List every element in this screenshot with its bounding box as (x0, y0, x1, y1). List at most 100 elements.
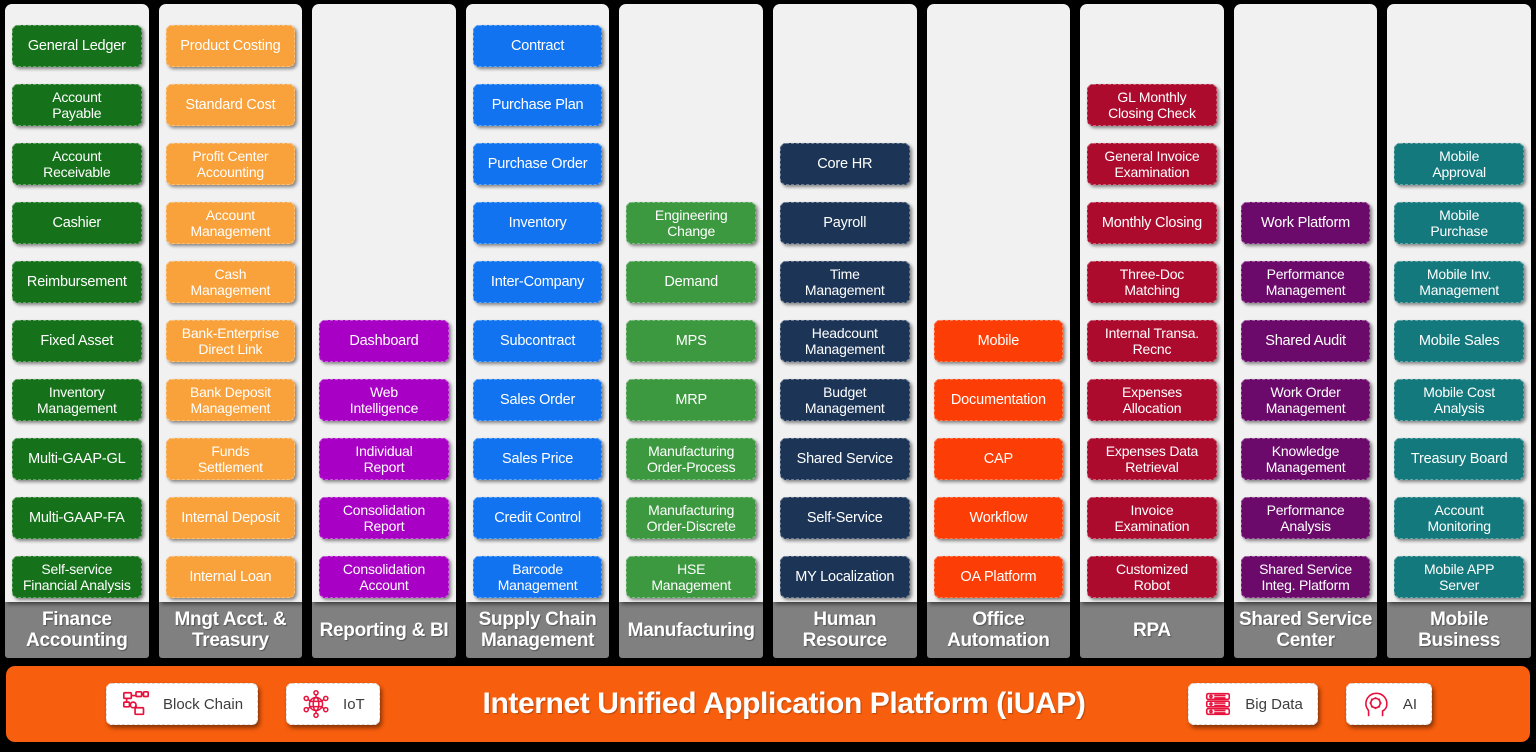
module-chip[interactable]: Shared Service Integ. Platform (1240, 556, 1371, 598)
column-supply-chain-management: Barcode Management Credit Control Sales Pr… (465, 4, 610, 658)
module-chip[interactable]: Cash Management (165, 261, 296, 303)
module-chip[interactable]: Expenses Allocation (1087, 379, 1217, 421)
module-chip[interactable]: Consolidation Account (319, 556, 449, 598)
module-chip[interactable]: Subcontract (472, 320, 603, 362)
module-list: MY Localization Self-Service Shared Servic… (773, 126, 917, 598)
module-chip[interactable]: Cashier (12, 202, 142, 244)
module-chip[interactable]: Consolidation Report (319, 497, 449, 539)
module-chip[interactable]: Shared Audit (1240, 320, 1371, 362)
module-chip[interactable]: Shared Service (779, 438, 910, 480)
module-chip[interactable]: Mobile Purchase (1394, 202, 1524, 244)
module-chip[interactable]: Dashboard (319, 320, 449, 362)
module-chip[interactable]: Performance Analysis (1240, 497, 1371, 539)
module-chip[interactable]: Engineering Change (626, 202, 756, 244)
module-chip[interactable]: Performance Management (1240, 261, 1371, 303)
module-chip[interactable]: Account Receivable (12, 143, 142, 185)
module-chip[interactable]: Payroll (779, 202, 910, 244)
module-list: Consolidation Account Consolidation Repor… (312, 303, 456, 598)
module-chip[interactable]: General Ledger (12, 25, 142, 67)
module-chip[interactable]: Work Platform (1240, 202, 1371, 244)
module-chip[interactable]: Work Order Management (1240, 379, 1371, 421)
module-list: Barcode Management Credit Control Sales Pr… (466, 8, 610, 598)
module-chip[interactable]: Budget Management (779, 379, 910, 421)
module-chip[interactable]: Mobile Inv. Management (1394, 261, 1524, 303)
column-body: Consolidation Account Consolidation Repor… (312, 4, 456, 602)
module-chip[interactable]: Internal Transa. Recnc (1087, 320, 1217, 362)
big-data-icon (1206, 692, 1231, 716)
module-chip[interactable]: MY Localization (779, 556, 910, 598)
module-chip[interactable]: Account Payable (12, 84, 142, 126)
column-reporting-bi: Consolidation Account Consolidation Repor… (312, 4, 456, 658)
module-chip[interactable]: Inter-Company (472, 261, 603, 303)
module-chip[interactable]: Purchase Order (472, 143, 603, 185)
module-chip[interactable]: MRP (626, 379, 756, 421)
module-chip[interactable]: Mobile APP Server (1394, 556, 1524, 598)
tech-pill-ai[interactable]: AI (1345, 683, 1432, 725)
module-chip[interactable]: Treasury Board (1394, 438, 1524, 480)
module-chip[interactable]: Self-Service (779, 497, 910, 539)
module-chip[interactable]: Multi-GAAP-FA (12, 497, 142, 539)
module-chip[interactable]: Demand (626, 261, 756, 303)
module-chip[interactable]: Mobile Approval (1394, 143, 1524, 185)
module-chip[interactable]: Credit Control (472, 497, 603, 539)
module-chip[interactable]: HSE Management (626, 556, 756, 598)
column-footer-mngt-acct-treasury: Mngt Acct. & Treasury (158, 602, 303, 658)
module-chip[interactable]: CAP (933, 438, 1064, 480)
tech-pill-block-chain[interactable]: Block Chain (106, 683, 259, 725)
module-chip[interactable]: Inventory (472, 202, 603, 244)
module-chip[interactable]: Customized Robot (1087, 556, 1217, 598)
module-chip[interactable]: Mobile (933, 320, 1064, 362)
tech-pill-label: IoT (343, 695, 365, 713)
column-body: Barcode Management Credit Control Sales Pr… (465, 4, 610, 602)
module-chip[interactable]: Mobile Sales (1394, 320, 1524, 362)
module-chip[interactable]: Expenses Data Retrieval (1087, 438, 1217, 480)
module-chip[interactable]: Multi-GAAP-GL (12, 438, 142, 480)
module-chip[interactable]: OA Platform (933, 556, 1064, 598)
module-chip[interactable]: Headcount Management (779, 320, 910, 362)
module-chip[interactable]: Inventory Management (12, 379, 142, 421)
column-office-automation: OA Platform Workflow CAP Documentation Mobil… (926, 4, 1071, 658)
module-chip[interactable]: Account Monitoring (1394, 497, 1524, 539)
module-chip[interactable]: Invoice Examination (1087, 497, 1217, 539)
module-chip[interactable]: Contract (472, 25, 603, 67)
module-chip[interactable]: Fixed Asset (12, 320, 142, 362)
module-chip[interactable]: Workflow (933, 497, 1064, 539)
module-chip[interactable]: Self-service Financial Analysis (12, 556, 142, 598)
module-chip[interactable]: Reimbursement (12, 261, 142, 303)
module-chip[interactable]: Manufacturing Order-Process (626, 438, 756, 480)
module-list: Shared Service Integ. Platform Performanc… (1234, 185, 1378, 598)
module-chip[interactable]: Funds Settlement (165, 438, 296, 480)
module-chip[interactable]: Web Intelligence (319, 379, 449, 421)
module-chip[interactable]: Manufacturing Order-Discrete (626, 497, 756, 539)
module-chip[interactable]: GL Monthly Closing Check (1087, 84, 1217, 126)
module-chip[interactable]: Core HR (779, 143, 910, 185)
module-chip[interactable]: Documentation (933, 379, 1064, 421)
module-chip[interactable]: Account Management (165, 202, 296, 244)
tech-pill-iot[interactable]: IoT (286, 683, 380, 725)
module-chip[interactable]: Bank Deposit Management (165, 379, 296, 421)
column-human-resource: MY Localization Self-Service Shared Servic… (772, 4, 917, 658)
module-chip[interactable]: Product Costing (165, 25, 296, 67)
module-chip[interactable]: Time Management (779, 261, 910, 303)
module-chip[interactable]: Bank-Enterprise Direct Link (165, 320, 296, 362)
module-chip[interactable]: General Invoice Examination (1087, 143, 1217, 185)
module-chip[interactable]: Individual Report (319, 438, 449, 480)
module-chip[interactable]: Internal Deposit (165, 497, 296, 539)
module-chip[interactable]: Purchase Plan (472, 84, 603, 126)
module-chip[interactable]: Sales Order (472, 379, 603, 421)
module-chip[interactable]: Mobile Cost Analysis (1394, 379, 1524, 421)
module-chip[interactable]: Three-Doc Matching (1087, 261, 1217, 303)
module-list: Internal Loan Internal Deposit Funds Settl… (159, 8, 303, 598)
iot-icon (303, 689, 329, 719)
module-chip[interactable]: Monthly Closing (1087, 202, 1217, 244)
tech-pill-big-data[interactable]: Big Data (1188, 683, 1318, 725)
module-chip[interactable]: Standard Cost (165, 84, 296, 126)
module-chip[interactable]: Profit Center Accounting (165, 143, 296, 185)
module-chip[interactable]: Sales Price (472, 438, 603, 480)
module-chip[interactable]: Knowledge Management (1240, 438, 1371, 480)
module-chip[interactable]: Barcode Management (472, 556, 603, 598)
module-chip[interactable]: Internal Loan (165, 556, 296, 598)
module-chip[interactable]: MPS (626, 320, 756, 362)
column-body: Customized Robot Invoice Examination Expen… (1080, 4, 1224, 602)
tech-pill-label: AI (1402, 695, 1417, 713)
